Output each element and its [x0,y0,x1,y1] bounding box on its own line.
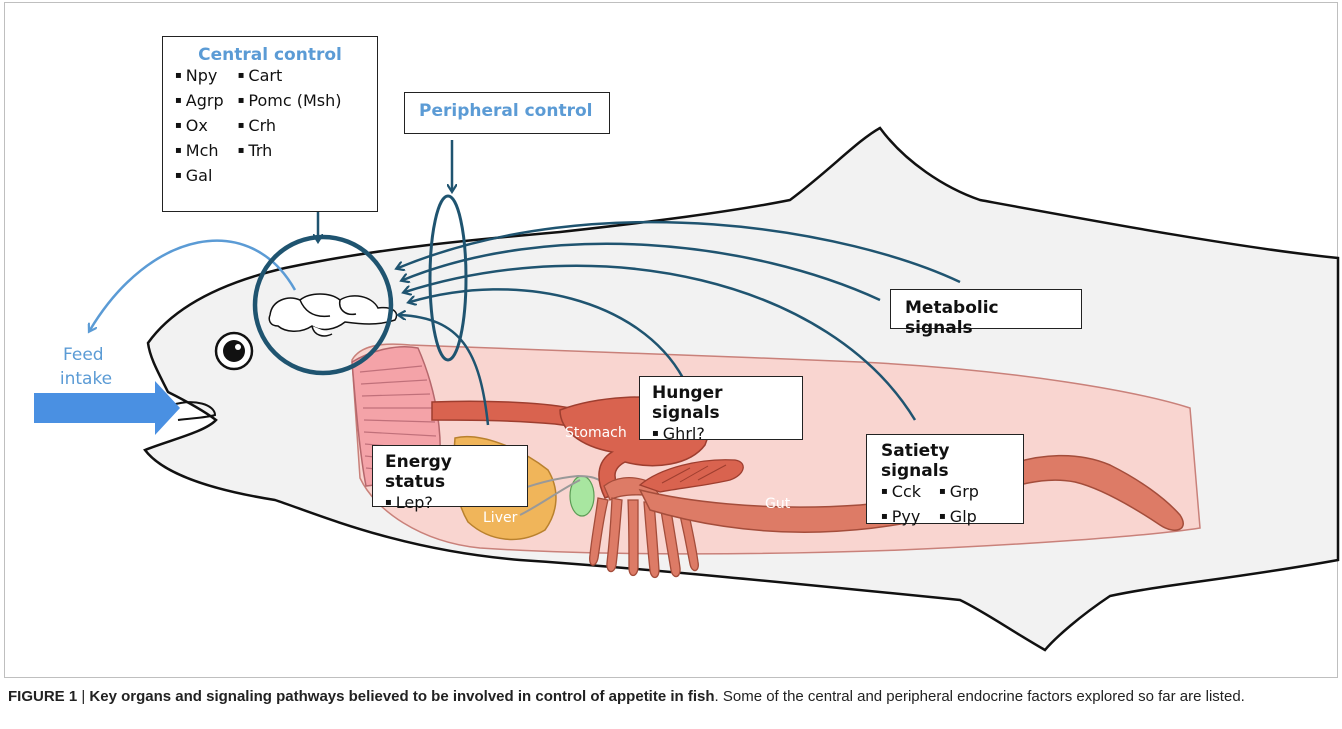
factor-item: Gal [175,165,224,190]
central-control-title: Central control [175,45,365,65]
feed-intake-arrow [34,381,180,435]
central-control-box: Central control Npy Agrp Ox Mch Gal Cart… [162,36,378,212]
satiety-signals-col2: Grp Glp [939,481,979,531]
figure-label: FIGURE 1 [8,688,77,705]
energy-status-list: Lep? [385,492,515,517]
factor-item: Ox [175,115,224,140]
factor-item: Npy [175,65,224,90]
feed-intake-line2: intake [60,369,112,389]
stomach-label: Stomach [565,425,627,441]
feed-intake-label: Feed intake [60,345,112,389]
central-control-col1: Npy Agrp Ox Mch Gal [175,65,224,190]
factor-item: Trh [238,140,342,165]
satiety-signals-columns: Cck Pyy Grp Glp [881,481,1009,531]
satiety-signals-col1: Cck Pyy [881,481,921,531]
central-control-columns: Npy Agrp Ox Mch Gal Cart Pomc (Msh) Crh … [175,65,365,190]
figure-caption: FIGURE 1 | Key organs and signaling path… [8,687,1338,706]
energy-status-title: Energy status [385,452,515,492]
factor-item: Cck [881,481,921,506]
peripheral-control-box: Peripheral control [404,92,610,134]
peripheral-control-title: Peripheral control [419,101,595,121]
hunger-signals-list: Ghrl? [652,423,790,448]
gut-label: Gut [765,496,791,512]
hunger-signals-title: Hunger signals [652,383,790,423]
feed-intake-line1: Feed [63,345,104,365]
satiety-signals-box: Satiety signals Cck Pyy Grp Glp [866,434,1024,524]
factor-item: Cart [238,65,342,90]
factor-item: Grp [939,481,979,506]
satiety-signals-title: Satiety signals [881,441,1009,481]
metabolic-signals-title: Metabolic signals [905,298,1067,338]
hunger-signals-box: Hunger signals Ghrl? [639,376,803,440]
factor-item: Pyy [881,506,921,531]
factor-item: Glp [939,506,979,531]
factor-item: Agrp [175,90,224,115]
eye-highlight [235,344,241,350]
factor-item: Mch [175,140,224,165]
energy-status-box: Energy status Lep? [372,445,528,507]
gallbladder [570,476,594,516]
caption-separator: | [77,688,89,705]
factor-item: Crh [238,115,342,140]
caption-rest: . Some of the central and peripheral end… [715,688,1245,705]
factor-item: Lep? [385,492,515,517]
factor-item: Ghrl? [652,423,790,448]
pupil [223,340,245,362]
metabolic-signals-box: Metabolic signals [890,289,1082,329]
central-control-col2: Cart Pomc (Msh) Crh Trh [238,65,342,190]
factor-item: Pomc (Msh) [238,90,342,115]
caption-bold-text: Key organs and signaling pathways believ… [89,688,714,705]
